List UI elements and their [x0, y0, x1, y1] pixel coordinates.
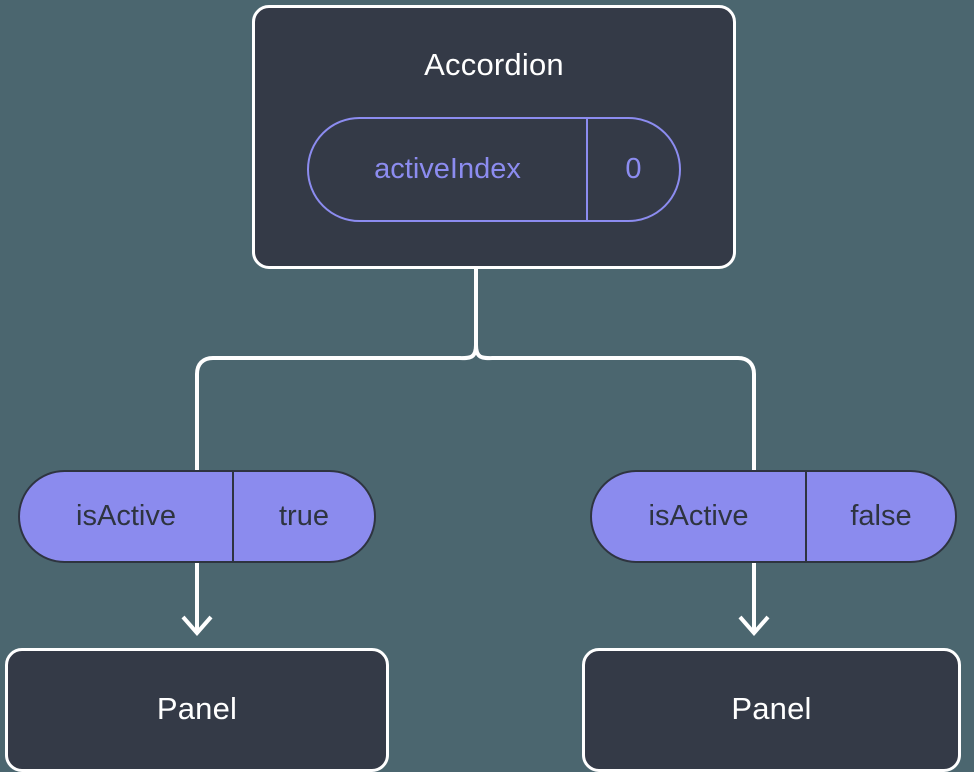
node-accordion[interactable]: Accordion	[252, 5, 736, 269]
node-accordion-title: Accordion	[424, 47, 564, 82]
arrow-head-right	[738, 615, 770, 637]
arrow-head-left	[181, 615, 213, 637]
prop-pill-activeindex-value: 0	[625, 153, 642, 185]
prop-pill-isactive-false[interactable]: isActive false	[590, 470, 957, 563]
node-panel-left-title: Panel	[156, 691, 238, 726]
prop-pill-isactive-false-value: false	[850, 500, 912, 532]
node-panel-right[interactable]: Panel	[582, 648, 961, 772]
prop-pill-isactive-true-key: isActive	[20, 472, 234, 561]
node-panel-left[interactable]: Panel	[5, 648, 389, 772]
node-panel-right-title: Panel	[731, 691, 812, 726]
connector-branch-right	[474, 344, 756, 470]
connector-branch-left	[195, 344, 478, 470]
prop-pill-isactive-true[interactable]: isActive true	[18, 470, 376, 563]
prop-pill-activeindex-key: activeIndex	[309, 119, 588, 220]
prop-pill-isactive-true-value: true	[279, 500, 329, 532]
prop-pill-activeindex[interactable]: activeIndex 0	[307, 117, 681, 222]
prop-pill-isactive-false-key: isActive	[592, 472, 807, 561]
